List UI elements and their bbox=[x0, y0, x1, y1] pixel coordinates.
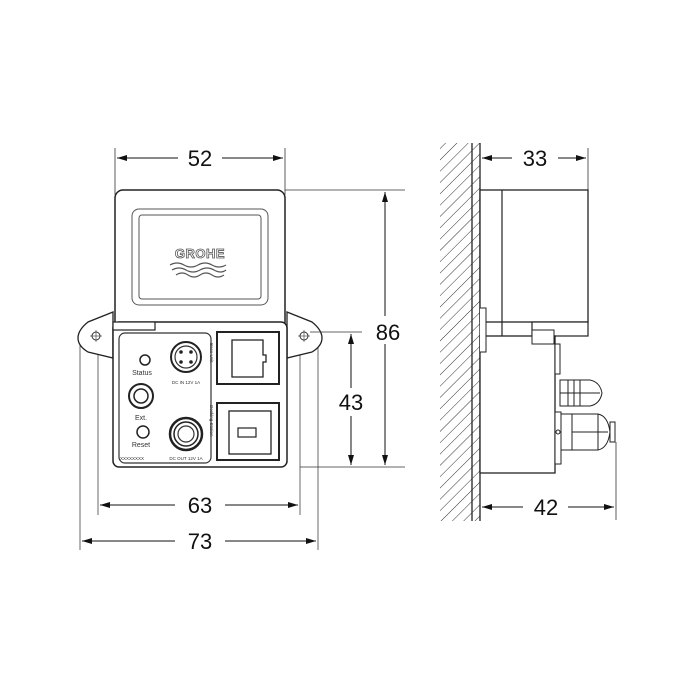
side-view: 33 42 bbox=[440, 143, 617, 521]
wave-logo-icon bbox=[169, 262, 227, 278]
dim-body-width: 63 bbox=[188, 493, 212, 518]
dim-depth-total: 42 bbox=[534, 495, 558, 520]
label-base-unit: Base Unit bbox=[209, 343, 214, 363]
dim-height-mount: 43 bbox=[339, 390, 363, 415]
wall-hatch bbox=[440, 143, 472, 521]
dim-top-width: 52 bbox=[188, 146, 212, 171]
connector-plug-lower bbox=[554, 411, 616, 465]
bottom-dimensions: 63 73 bbox=[82, 493, 316, 554]
dim-overall-width: 73 bbox=[188, 529, 212, 554]
label-ext: Ext. bbox=[135, 415, 147, 422]
cover-profile bbox=[479, 189, 589, 323]
grohe-logo: GROHE bbox=[175, 246, 225, 261]
label-status: Status bbox=[132, 370, 152, 377]
dim-height-total: 86 bbox=[376, 320, 400, 345]
status-led-icon bbox=[139, 354, 151, 366]
reset-button[interactable] bbox=[136, 425, 150, 439]
vertical-dimensions: 86 43 bbox=[285, 189, 405, 468]
connector-plug-upper bbox=[554, 343, 603, 407]
label-reset: Reset bbox=[132, 442, 150, 449]
part-code: XXXXXXXX bbox=[120, 456, 144, 461]
dim-depth-top: 33 bbox=[523, 146, 547, 171]
label-dc-in: DC IN 12V 1A bbox=[172, 380, 200, 385]
body-profile bbox=[479, 335, 556, 474]
label-dc-out: DC OUT 12V 1A bbox=[169, 456, 202, 461]
label-docking-station: Docking Station bbox=[209, 405, 214, 437]
front-view: 52 GROHE Status bbox=[77, 146, 323, 550]
